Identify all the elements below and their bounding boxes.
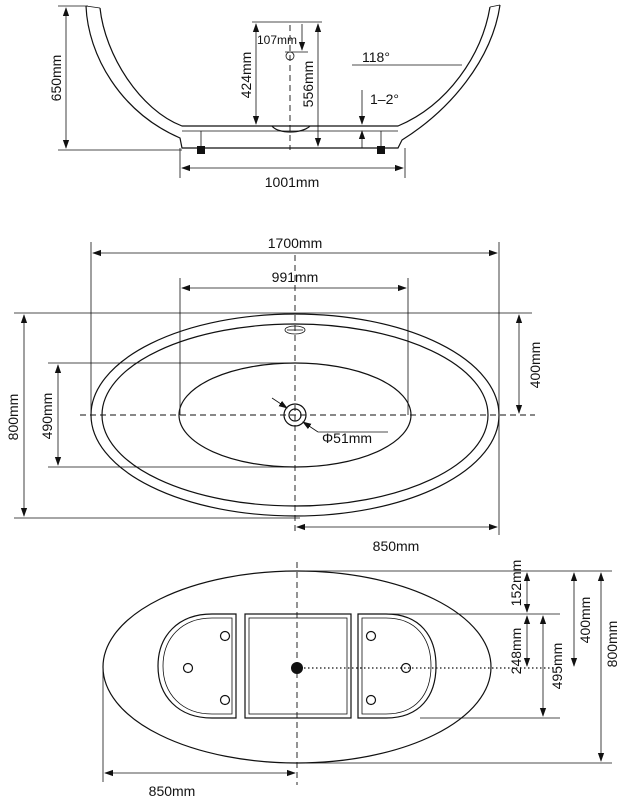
top-view: 1700mm 991mm 800mm 490mm 400mm Φ51mm 850… xyxy=(5,235,543,554)
dim-650-label: 650mm xyxy=(48,55,64,102)
support-pad-left xyxy=(157,613,237,719)
dim-850-base-label: 850mm xyxy=(149,783,196,799)
dim-490-label: 490mm xyxy=(39,393,55,440)
foot-left xyxy=(197,146,205,154)
dim-850-top-label: 850mm xyxy=(373,538,420,554)
support-pad-left-inner xyxy=(162,617,233,715)
dim-991-label: 991mm xyxy=(272,269,319,285)
dim-248-label: 248mm xyxy=(508,628,524,675)
dim-107-label: 107mm xyxy=(257,33,297,47)
foot-right xyxy=(377,146,385,154)
dim-400-label: 400mm xyxy=(527,342,543,389)
tub-inner-shell xyxy=(99,6,491,127)
side-view: 650mm 424mm 556mm 107mm 118° 1–2° 1001mm xyxy=(48,4,501,190)
tub-rim-right xyxy=(489,4,501,8)
base-view: 152mm 248mm 495mm 400mm 800mm 850mm xyxy=(102,560,620,799)
tub-rim-left xyxy=(85,5,101,9)
dim-51-arrow-b xyxy=(302,421,319,433)
foot-circle-3 xyxy=(219,694,231,706)
slope-label: 1–2° xyxy=(370,91,399,107)
dim-400-base-label: 400mm xyxy=(577,597,593,644)
dim-51-label: Φ51mm xyxy=(322,430,372,446)
foot-circle-1 xyxy=(219,630,231,642)
dim-495-label: 495mm xyxy=(549,643,565,690)
support-pad-center xyxy=(244,613,352,719)
foot-circle-4 xyxy=(365,630,377,642)
support-pad-right xyxy=(357,613,437,719)
dim-424-label: 424mm xyxy=(238,52,254,99)
dim-800-label: 800mm xyxy=(5,394,21,441)
dim-51-arrow-a xyxy=(271,397,288,409)
support-pad-center-inner xyxy=(248,617,348,715)
dim-1700-label: 1700mm xyxy=(268,235,322,251)
foot-circle-6 xyxy=(365,694,377,706)
foot-circle-2 xyxy=(182,662,194,674)
dim-152-label: 152mm xyxy=(508,560,524,607)
drain-bump xyxy=(271,125,311,133)
angle-118-label: 118° xyxy=(362,49,390,65)
dim-556-label: 556mm xyxy=(300,61,316,108)
dim-1001-label: 1001mm xyxy=(265,174,319,190)
support-pad-right-inner xyxy=(361,617,432,715)
dim-800-base-label: 800mm xyxy=(604,621,620,668)
